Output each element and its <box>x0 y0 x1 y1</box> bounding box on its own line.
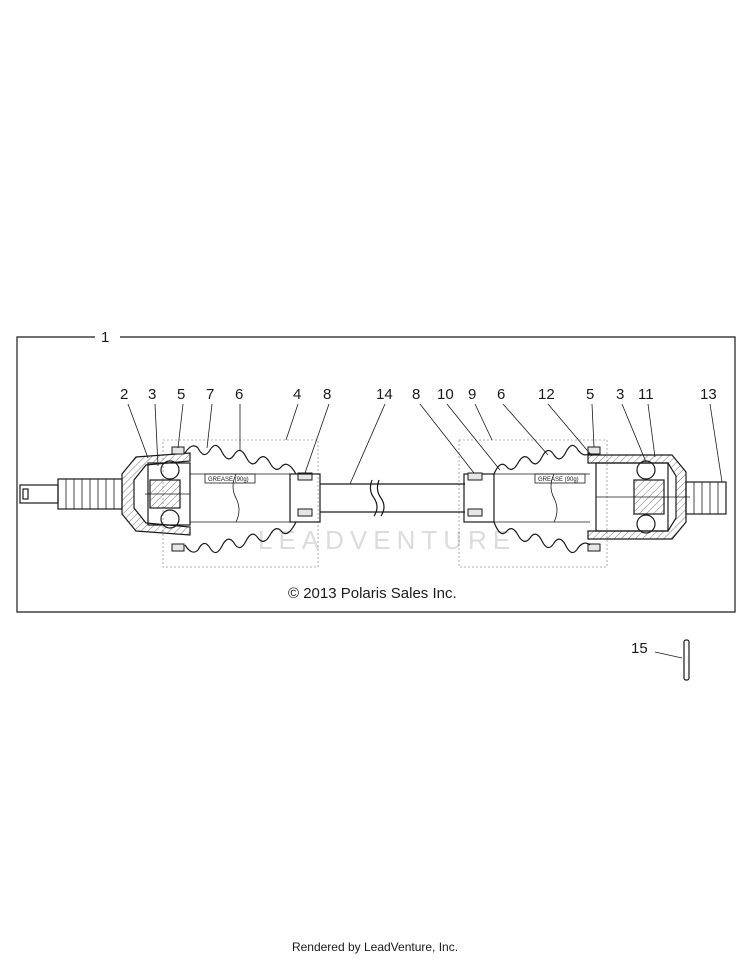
callout-9: 9 <box>468 386 476 403</box>
callout-10: 10 <box>437 386 454 403</box>
callout-13: 13 <box>700 386 717 403</box>
callout-11: 11 <box>638 386 654 403</box>
callout-6-left: 6 <box>235 386 243 403</box>
callout-8-left: 8 <box>323 386 331 403</box>
grease-label-right: GREASE (90g) <box>538 477 579 483</box>
callout-3-left: 3 <box>148 386 156 403</box>
boot-kit-box-right <box>458 439 608 568</box>
callout-5-right: 5 <box>586 386 594 403</box>
right-inner-clamp-bottom <box>467 508 483 517</box>
left-boot: GREASE (90g) <box>184 444 297 554</box>
parts-diagram: LEADVENTURE GREASE (90g) <box>16 329 736 681</box>
left-outer-clamp-bottom <box>171 543 185 552</box>
main-shaft <box>289 473 495 523</box>
right-outer-clamp-bottom <box>587 543 601 552</box>
callout-14: 14 <box>376 386 393 403</box>
callouts: 1 2 3 5 7 6 4 8 14 8 10 9 6 12 5 3 11 13… <box>101 329 717 657</box>
callout-4: 4 <box>293 386 301 403</box>
right-inner-clamp-top <box>467 472 483 481</box>
grease-label-left: GREASE (90g) <box>208 477 249 483</box>
grease-label-left-box <box>204 473 256 484</box>
grease-label-right-box <box>534 473 586 484</box>
footer-credit: Rendered by LeadVenture, Inc. <box>291 940 459 954</box>
watermark-text: LEADVENTURE <box>258 525 516 555</box>
left-inner-clamp-bottom <box>297 508 313 517</box>
right-stub-shaft <box>685 481 727 515</box>
callout-7: 7 <box>206 386 214 403</box>
callout-8-right: 8 <box>412 386 420 403</box>
left-cv-housing <box>121 452 191 536</box>
leader-lines <box>127 403 723 659</box>
copyright-text: © 2013 Polaris Sales Inc. <box>288 585 457 602</box>
part-15-pin <box>683 639 690 681</box>
callout-1: 1 <box>101 329 109 346</box>
assembly-frame <box>16 336 736 613</box>
right-cv-housing <box>587 454 690 540</box>
callout-3-right: 3 <box>616 386 624 403</box>
callout-15: 15 <box>631 640 648 657</box>
left-outer-clamp-top <box>171 446 185 455</box>
callout-5-left: 5 <box>177 386 185 403</box>
left-stub-shaft <box>19 478 123 510</box>
callout-12: 12 <box>538 386 555 403</box>
callout-6-right: 6 <box>497 386 505 403</box>
right-boot: GREASE (90g) <box>493 444 591 554</box>
callout-2: 2 <box>120 386 128 403</box>
